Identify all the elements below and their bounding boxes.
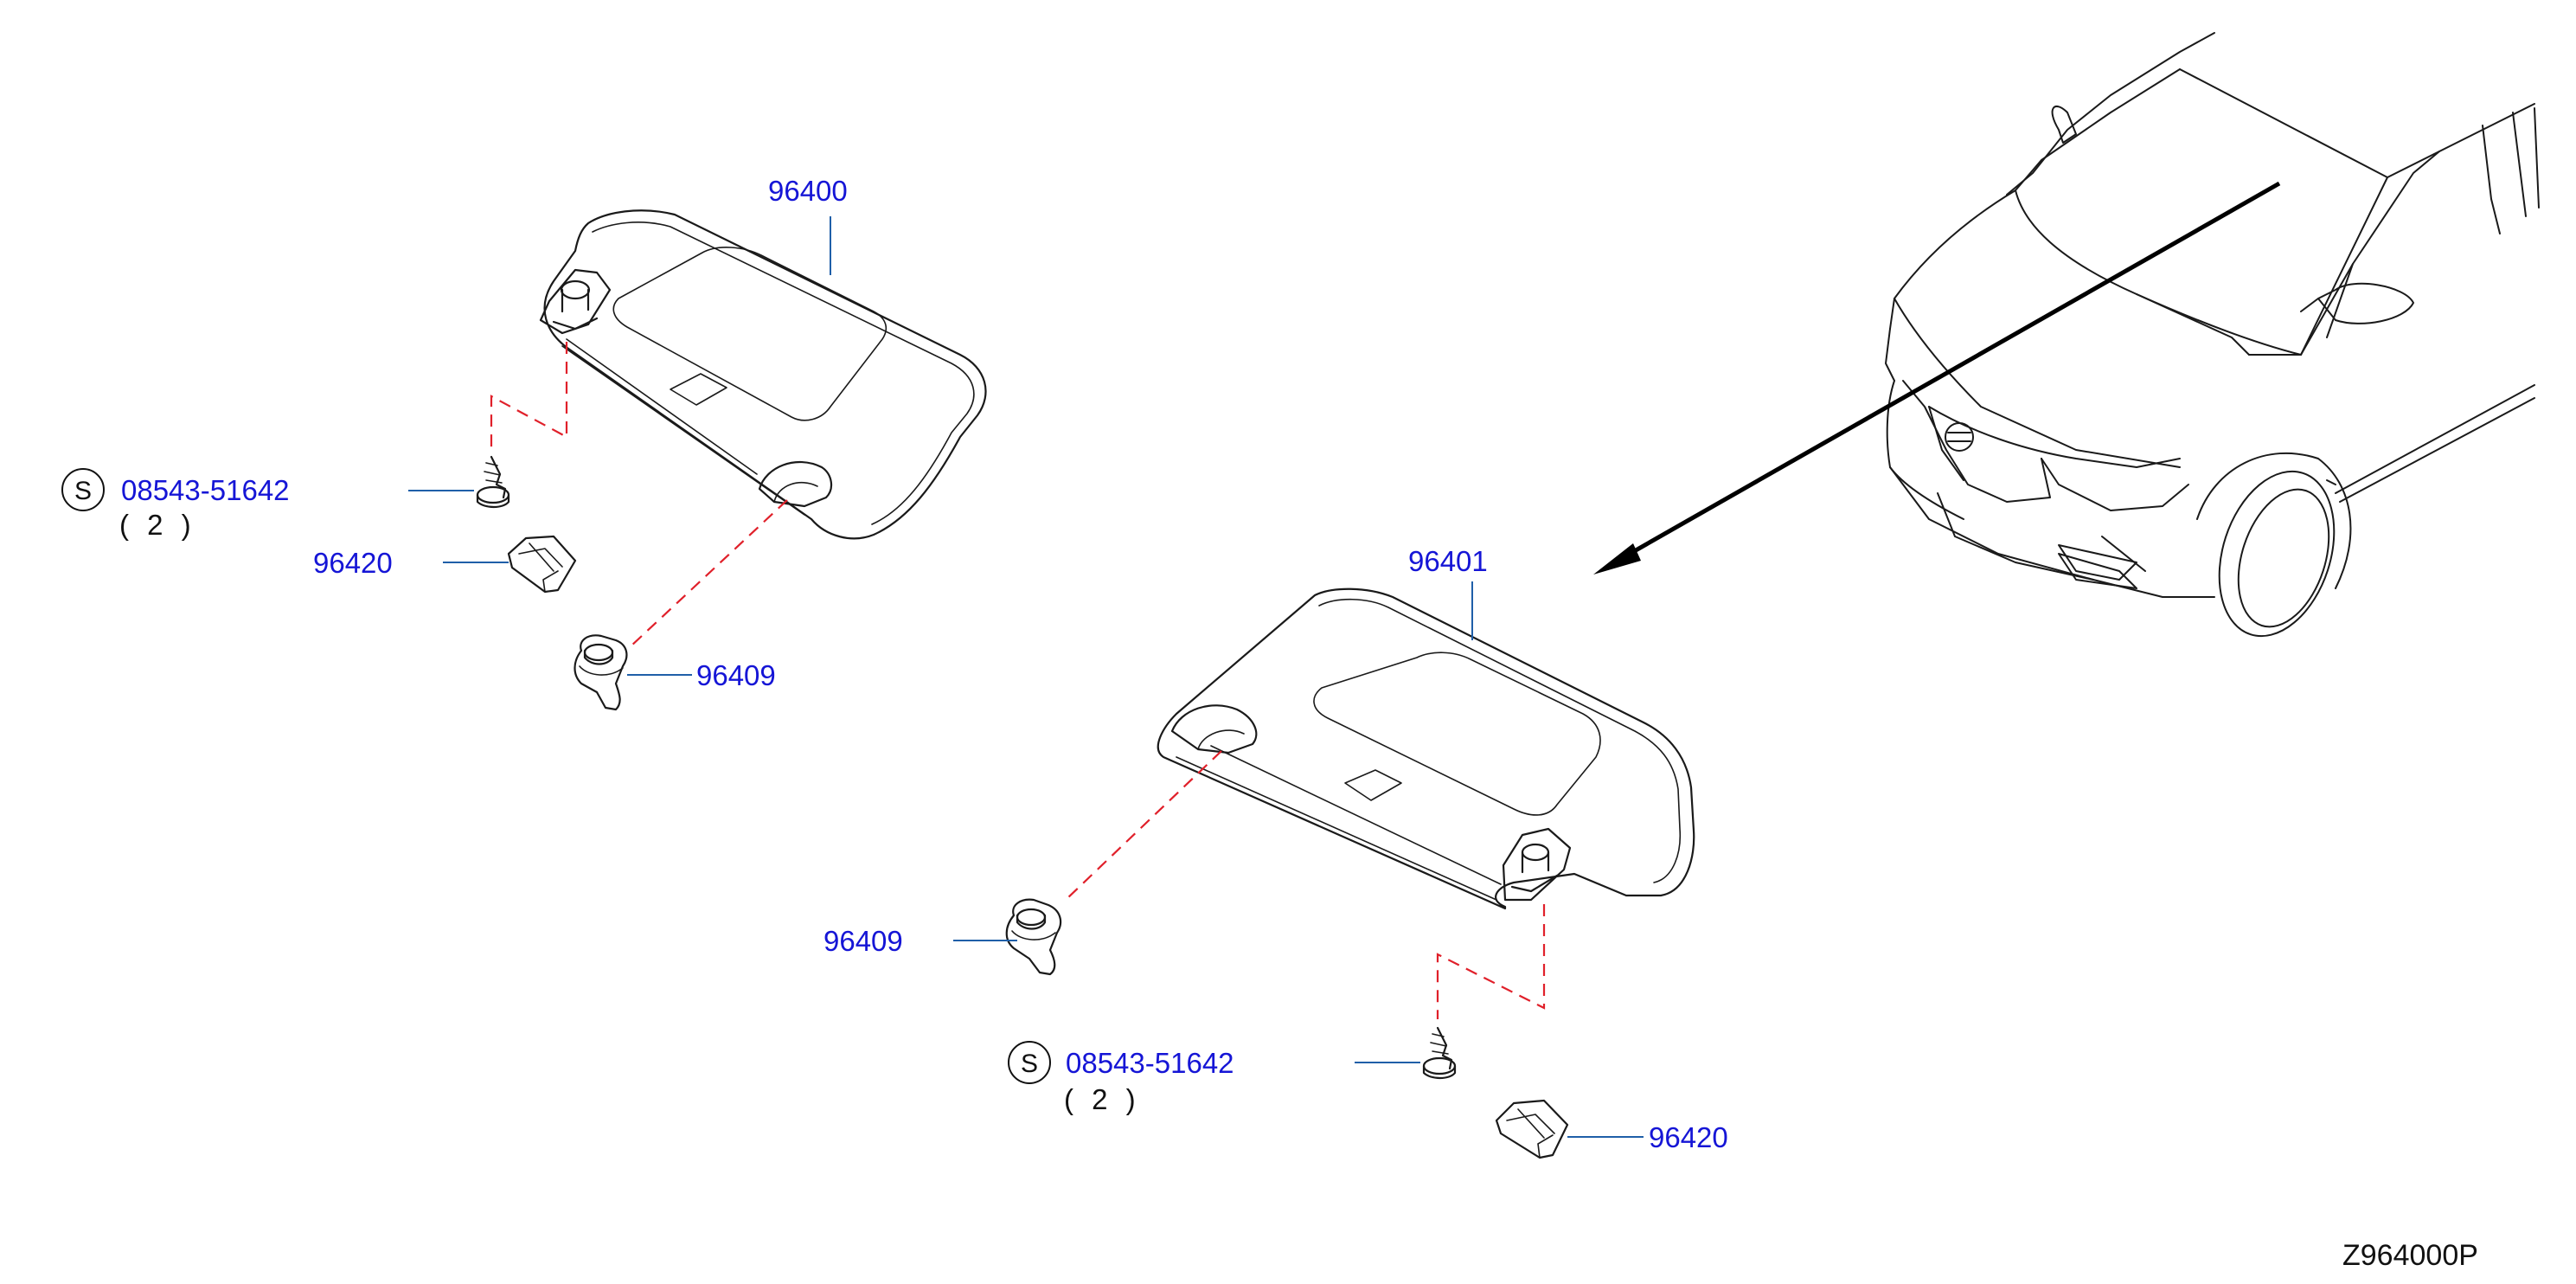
part-number-holder-left: 96409	[696, 659, 776, 691]
cover-right	[1495, 1099, 1569, 1159]
sun-visor-left	[539, 209, 987, 540]
part-number-visor-left: 96400	[768, 175, 848, 207]
dashed-holder-right	[1065, 750, 1222, 901]
cover-left	[507, 535, 577, 594]
part-number-holder-right: 96409	[823, 925, 903, 957]
part-number-screw-right: 08543-51642	[1066, 1047, 1234, 1079]
quantity-screw-right: ( 2 )	[1064, 1083, 1141, 1115]
dashed-screw-left	[490, 342, 568, 450]
dashed-holder-left	[629, 499, 788, 648]
vehicle-illustration	[1885, 32, 2540, 638]
illustration-code: Z964000P	[2342, 1239, 2478, 1272]
holder-right	[1005, 898, 1062, 976]
screw-symbol-right: S	[1008, 1041, 1051, 1084]
part-number-visor-right: 96401	[1408, 545, 1488, 577]
quantity-screw-left: ( 2 )	[119, 509, 196, 541]
part-number-cover-right: 96420	[1649, 1121, 1728, 1153]
svg-text:S: S	[74, 477, 92, 505]
screw-left	[476, 455, 510, 509]
part-number-screw-left: 08543-51642	[121, 474, 290, 506]
svg-text:S: S	[1021, 1050, 1038, 1078]
direction-arrow	[1593, 181, 2281, 575]
screw-right	[1422, 1026, 1457, 1080]
screw-symbol-left: S	[61, 468, 105, 511]
holder-left	[574, 634, 628, 711]
dashed-screw-right	[1436, 904, 1546, 1019]
sun-visor-right	[1157, 587, 1695, 910]
part-number-cover-left: 96420	[313, 547, 393, 579]
